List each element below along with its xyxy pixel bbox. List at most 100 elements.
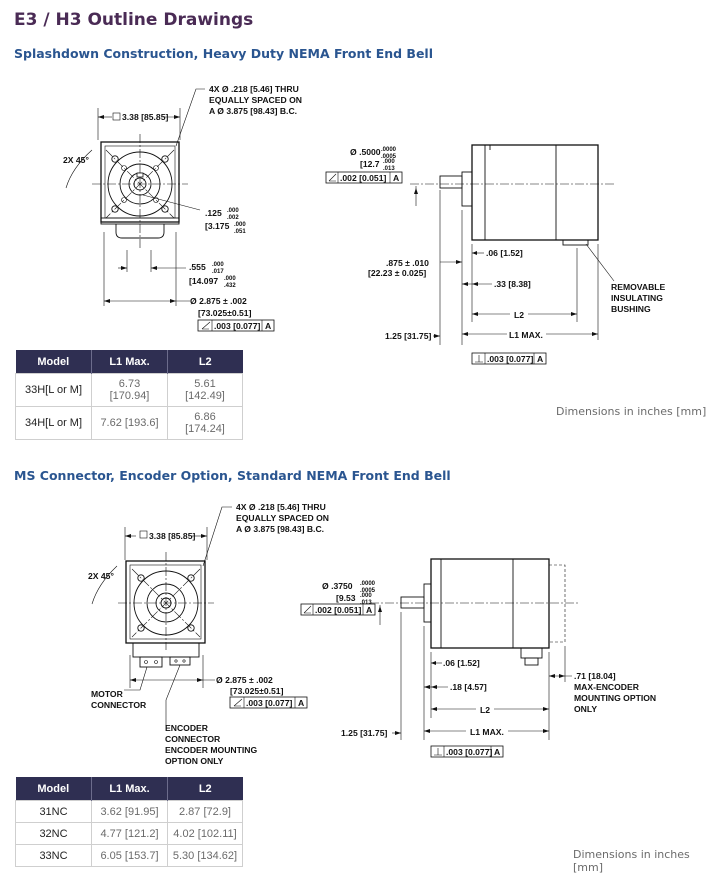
splashdown-outline-drawing: 3.38 [85.85] 4X Ø .218 [5.46] THRU EQUAL… <box>63 84 666 365</box>
dim-06-label: .06 [1.52] <box>486 248 523 258</box>
bushing-note-line-2: INSULATING <box>611 293 663 303</box>
ms-square-dim-label: 3.38 [85.85] <box>149 531 195 541</box>
ms-shaft-dia-mm-label: [9.53 <box>336 593 356 603</box>
table-row: 33H[L or M] 6.73[170.94] 5.61[142.49] <box>15 373 243 407</box>
bushing-note-line-1: REMOVABLE <box>611 282 666 292</box>
angle-label: 2X 45° <box>63 155 89 165</box>
page-title: E3 / H3 Outline Drawings <box>14 10 254 30</box>
table-cell-l1: 4.77 [121.2] <box>91 822 168 845</box>
table-cell-model: 33NC <box>15 844 92 867</box>
table-header-l1: L1 Max. <box>91 350 168 374</box>
key-height-tol-lower: .017 <box>212 269 224 275</box>
ms-encoder-note-1: MAX-ENCODER <box>574 682 640 692</box>
key-width-tol-lower: .002 <box>227 215 239 221</box>
table-row: 34H[L or M] 7.62 [193.6] 6.86[174.24] <box>15 406 243 440</box>
table-cell-l2: 2.87 [72.9] <box>167 800 243 823</box>
shaft-dia-label: Ø .5000 <box>350 147 381 157</box>
dim-33-label: .33 [8.38] <box>494 279 531 289</box>
motor-connector-label-1: MOTOR <box>91 689 124 699</box>
shaft-frame-value: .002 [0.051] <box>340 173 386 183</box>
pilot-frame-value: .003 [0.077] <box>214 321 260 331</box>
table-cell-model: 32NC <box>15 822 92 845</box>
table-cell-l1: 6.05 [153.7] <box>91 844 168 867</box>
encoder-connector-label-1: ENCODER <box>165 723 209 733</box>
hole-note-line-1: 4X Ø .218 [5.46] THRU <box>209 84 299 94</box>
ms-perp-frame-value: .003 [0.077] <box>446 747 492 757</box>
ms-shaft-dia-mm-tol-upper: .000 <box>360 593 372 599</box>
table-cell-l1: 6.73[170.94] <box>91 373 168 407</box>
ms-dim-06-label: .06 [1.52] <box>443 658 480 668</box>
encoder-connector-label-3: ENCODER MOUNTING <box>165 745 257 755</box>
table-cell-l1: 7.62 [193.6] <box>91 406 168 440</box>
ms-shaft-frame-datum: A <box>366 605 372 615</box>
ms-shaft-dia-tol-lower: .0005 <box>360 588 376 594</box>
table-row: 33NC 6.05 [153.7] 5.30 [134.62] <box>15 844 243 867</box>
pilot-frame-datum: A <box>265 321 271 331</box>
key-width-tol-upper: .000 <box>227 208 239 214</box>
key-height-tol-upper: .000 <box>212 262 224 268</box>
table-cell-model: 34H[L or M] <box>15 406 92 440</box>
shaft-dia-mm-tol-upper: .000 <box>383 159 395 165</box>
motor-connector-label-2: CONNECTOR <box>91 700 147 710</box>
table-cell-l2: 6.86[174.24] <box>167 406 243 440</box>
bushing-note-line-3: BUSHING <box>611 304 651 314</box>
ms-dim-125-label: 1.25 [31.75] <box>341 728 387 738</box>
key-height-mm-tol-lower: .432 <box>224 283 236 289</box>
ms-l2-label: L2 <box>480 705 490 715</box>
table-header-row: Model L1 Max. L2 <box>15 350 243 374</box>
table-cell-l1: 3.62 [91.95] <box>91 800 168 823</box>
ms-encoder-note-2: MOUNTING OPTION <box>574 693 656 703</box>
ms-shaft-dia-label: Ø .3750 <box>322 581 353 591</box>
dim-875-label: .875 ± .010 <box>386 258 429 268</box>
ms-shaft-dia-mm-tol-lower: .013 <box>360 600 372 606</box>
ms-pilot-dia-label: Ø 2.875 ± .002 <box>216 675 273 685</box>
encoder-connector-label-2: CONNECTOR <box>165 734 221 744</box>
ms-shaft-dia-tol-upper: .0000 <box>360 581 376 587</box>
hole-note-line-3: A Ø 3.875 [98.43] B.C. <box>209 106 297 116</box>
key-height-mm-label: [14.097 <box>189 276 218 286</box>
key-width-mm-label: [3.175 <box>205 221 230 231</box>
l2-label: L2 <box>514 310 524 320</box>
ms-shaft-frame-value: .002 [0.051] <box>315 605 361 615</box>
ms-hole-note-line-1: 4X Ø .218 [5.46] THRU <box>236 502 326 512</box>
table-cell-model: 31NC <box>15 800 92 823</box>
splashdown-model-table: Model L1 Max. L2 33H[L or M] 6.73[170.94… <box>15 350 243 440</box>
dim-875-mm-label: [22.23 ± 0.025] <box>368 268 426 278</box>
dimensions-note: Dimensions in inches [mm] <box>573 848 690 874</box>
table-header-row: Model L1 Max. L2 <box>15 777 243 801</box>
shaft-frame-datum: A <box>393 173 399 183</box>
ms-pilot-dia-mm-label: [73.025±0.51] <box>230 686 284 696</box>
table-cell-l2: 5.30 [134.62] <box>167 844 243 867</box>
ms-hole-note-line-2: EQUALLY SPACED ON <box>236 513 329 523</box>
table-cell-model: 33H[L or M] <box>15 373 92 407</box>
square-dim-label: 3.38 [85.85] <box>122 112 168 122</box>
table-header-l2: L2 <box>167 777 243 801</box>
perp-frame-datum: A <box>537 354 543 364</box>
ms-perp-frame-datum: A <box>494 747 500 757</box>
ms-pilot-frame-value: .003 [0.077] <box>246 698 292 708</box>
dim-125-label: 1.25 [31.75] <box>385 331 431 341</box>
shaft-dia-tol-upper: .0000 <box>381 147 397 153</box>
table-header-model: Model <box>15 350 92 374</box>
pilot-dia-mm-label: [73.025±0.51] <box>198 308 252 318</box>
pilot-dia-label: Ø 2.875 ± .002 <box>190 296 247 306</box>
l1-label: L1 MAX. <box>509 330 543 340</box>
table-row: 32NC 4.77 [121.2] 4.02 [102.11] <box>15 822 243 845</box>
hole-note-line-2: EQUALLY SPACED ON <box>209 95 302 105</box>
ms-l1-label: L1 MAX. <box>470 727 504 737</box>
key-height-label: .555 <box>189 262 206 272</box>
table-header-model: Model <box>15 777 92 801</box>
ms-dim-71-label: .71 [18.04] <box>574 671 616 681</box>
section-title-splashdown: Splashdown Construction, Heavy Duty NEMA… <box>14 46 434 61</box>
table-cell-l2: 4.02 [102.11] <box>167 822 243 845</box>
ms-pilot-frame-datum: A <box>298 698 304 708</box>
splashdown-side-view: Ø .5000 .0000 .0005 [12.7 .000 .013 .002… <box>325 144 666 365</box>
splashdown-front-view: 3.38 [85.85] 4X Ø .218 [5.46] THRU EQUAL… <box>63 84 302 332</box>
perp-frame-value: .003 [0.077] <box>487 354 533 364</box>
table-row: 31NC 3.62 [91.95] 2.87 [72.9] <box>15 800 243 823</box>
shaft-dia-mm-tol-lower: .013 <box>383 166 395 172</box>
table-cell-l2: 5.61[142.49] <box>167 373 243 407</box>
ms-connector-model-table: Model L1 Max. L2 31NC 3.62 [91.95] 2.87 … <box>15 777 243 867</box>
ms-dim-18-label: .18 [4.57] <box>450 682 487 692</box>
